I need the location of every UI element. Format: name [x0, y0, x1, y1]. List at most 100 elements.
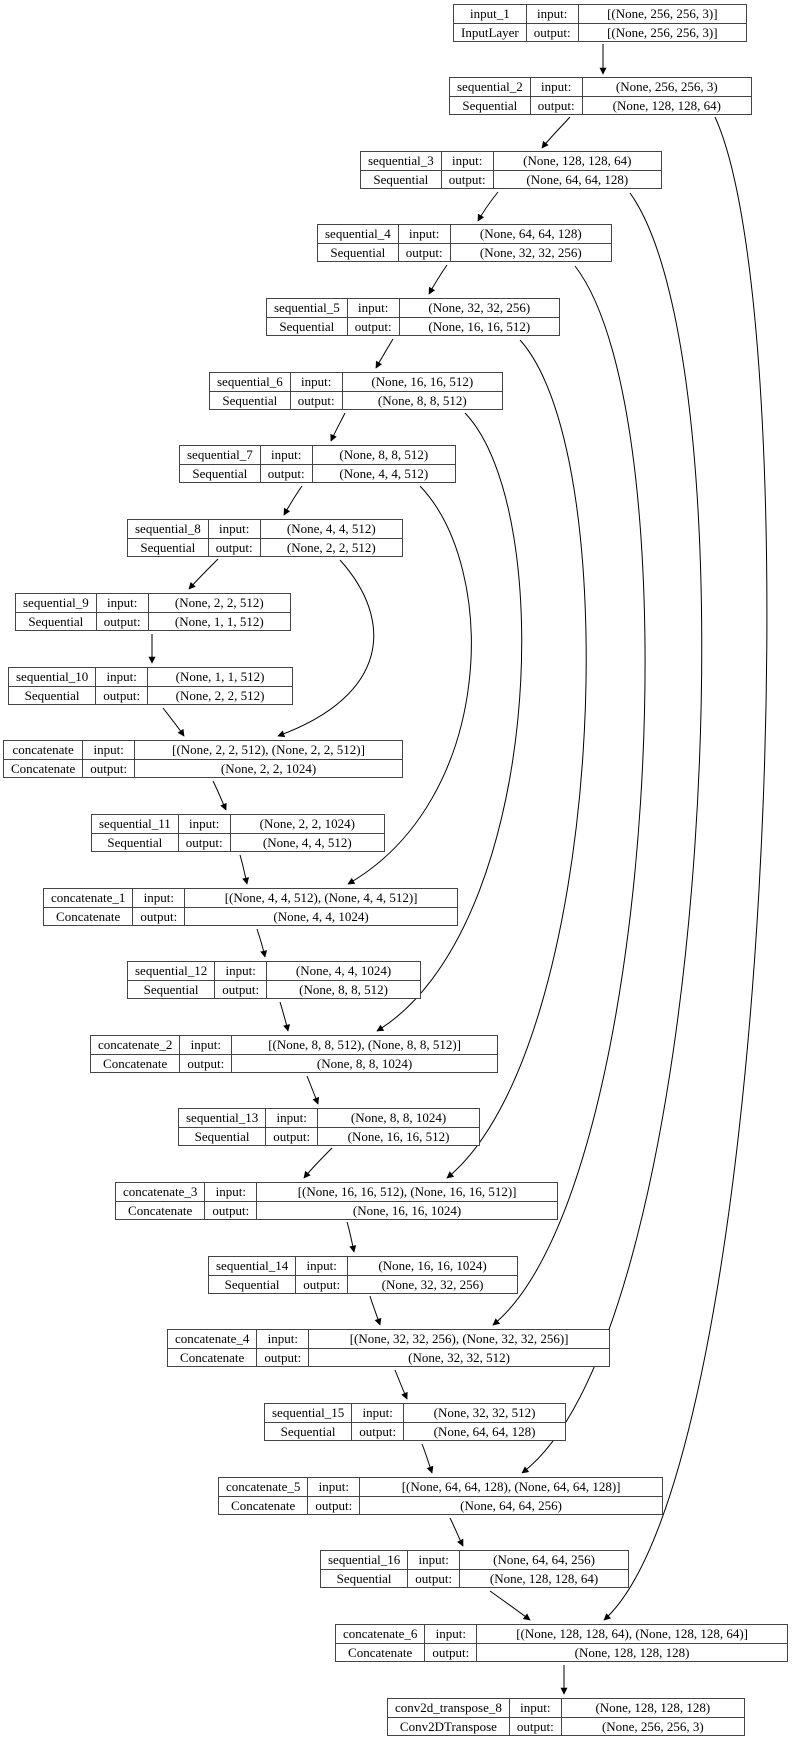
layer-name: concatenate [12, 742, 74, 757]
edge-concatenate_1-sequential_12 [256, 928, 268, 958]
layer-type: InputLayer [454, 23, 526, 41]
input-shape: (None, 16, 16, 1024) [347, 1257, 517, 1275]
input-shape: (None, 32, 32, 512) [403, 1404, 565, 1422]
layer-type: Sequential [128, 538, 208, 556]
node-sequential_11: sequential_11 input: (None, 2, 2, 1024) … [91, 814, 385, 852]
edge-sequential_3-concatenate_5 [521, 192, 703, 1474]
output-label: output: [397, 243, 450, 261]
input-shape: [(None, 16, 16, 512), (None, 16, 16, 512… [256, 1183, 557, 1201]
output-shape: (None, 8, 8, 512) [341, 391, 502, 409]
layer-type: Sequential [16, 612, 96, 630]
edge-sequential_8-concatenate [277, 559, 375, 738]
layer-name: sequential_5 [274, 300, 340, 315]
output-label: output: [214, 980, 267, 998]
input-shape: [(None, 4, 4, 512), (None, 4, 4, 512)] [184, 889, 457, 907]
layer-type: Concatenate [168, 1348, 257, 1366]
node-sequential_12: sequential_12 input: (None, 4, 4, 1024) … [127, 961, 421, 999]
output-label: output: [289, 391, 342, 409]
output-shape: (None, 32, 32, 256) [347, 1275, 517, 1293]
node-input_1: input_1 input: [(None, 256, 256, 3)] Inp… [453, 4, 747, 42]
layer-name: sequential_4 [325, 226, 391, 241]
output-shape: (None, 128, 128, 64) [581, 96, 751, 114]
layer-type: Sequential [128, 980, 215, 998]
edge-sequential_8-sequential_9 [188, 558, 219, 590]
layer-name: concatenate_6 [343, 1626, 418, 1641]
input-label: input: [525, 5, 578, 23]
input-label: input: [346, 299, 399, 317]
output-label: output: [259, 464, 312, 482]
output-shape: (None, 1, 1, 512) [147, 612, 290, 630]
edge-sequential_11-concatenate_1 [239, 854, 250, 885]
edge-sequential_4-concatenate_4 [492, 265, 646, 1326]
node-concatenate_2: concatenate_2 input: [(None, 8, 8, 512),… [90, 1035, 498, 1073]
edge-sequential_7-concatenate_1 [347, 485, 472, 885]
output-label: output: [525, 23, 578, 41]
node-sequential_2: sequential_2 input: (None, 256, 256, 3) … [449, 77, 752, 115]
output-shape: (None, 16, 16, 512) [398, 317, 559, 335]
input-shape: (None, 1, 1, 512) [147, 668, 292, 686]
output-shape: (None, 32, 32, 256) [449, 243, 611, 261]
output-shape: (None, 8, 8, 512) [266, 980, 420, 998]
node-concatenate: concatenate input: [(None, 2, 2, 512), (… [3, 740, 403, 778]
output-label: output: [256, 1348, 309, 1366]
input-label: input: [508, 1699, 561, 1717]
output-shape: (None, 32, 32, 512) [308, 1348, 609, 1366]
input-label: input: [95, 668, 147, 686]
node-concatenate_3: concatenate_3 input: [(None, 16, 16, 512… [115, 1182, 558, 1220]
layer-type: Concatenate [91, 1054, 180, 1072]
output-label: output: [95, 612, 148, 630]
layer-name: sequential_8 [135, 521, 201, 536]
layer-name: sequential_3 [368, 153, 434, 168]
input-label: input: [95, 594, 148, 612]
input-label: input: [295, 1257, 347, 1275]
output-label: output: [82, 759, 135, 777]
layer-name: concatenate_5 [226, 1479, 301, 1494]
input-label: input: [177, 815, 230, 833]
output-label: output: [177, 833, 230, 851]
layer-type: Concatenate [116, 1201, 205, 1219]
output-label: output: [179, 1054, 232, 1072]
layer-name: concatenate_2 [98, 1037, 173, 1052]
output-label: output: [132, 907, 185, 925]
layer-type: Sequential [361, 170, 441, 188]
edge-sequential_2-concatenate_6 [603, 116, 768, 1621]
node-sequential_6: sequential_6 input: (None, 16, 16, 512) … [209, 372, 503, 410]
input-shape: (None, 32, 32, 256) [398, 299, 559, 317]
input-label: input: [397, 225, 450, 243]
layer-type: Sequential [92, 833, 178, 851]
input-shape: (None, 2, 2, 512) [147, 594, 290, 612]
input-label: input: [440, 152, 493, 170]
input-shape: [(None, 256, 256, 3)] [577, 5, 746, 23]
layer-name: sequential_12 [135, 963, 208, 978]
input-shape: (None, 128, 128, 128) [560, 1699, 744, 1717]
node-sequential_14: sequential_14 input: (None, 16, 16, 1024… [208, 1256, 518, 1294]
edge-sequential_13-concatenate_3 [303, 1147, 333, 1179]
node-concatenate_4: concatenate_4 input: [(None, 32, 32, 256… [167, 1329, 610, 1367]
layer-name: concatenate_3 [123, 1184, 198, 1199]
layer-type: Sequential [318, 243, 398, 261]
output-shape: (None, 64, 64, 256) [359, 1496, 662, 1514]
edge-sequential_5-concatenate_3 [446, 339, 587, 1179]
node-sequential_15: sequential_15 input: (None, 32, 32, 512)… [264, 1403, 566, 1441]
layer-name: sequential_6 [217, 374, 283, 389]
input-label: input: [265, 1109, 317, 1127]
input-label: input: [82, 741, 134, 759]
input-label: input: [132, 889, 184, 907]
input-shape: (None, 8, 8, 512) [311, 446, 455, 464]
edge-sequential_12-concatenate_2 [279, 1001, 291, 1032]
node-sequential_4: sequential_4 input: (None, 64, 64, 128) … [317, 224, 612, 262]
node-concatenate_6: concatenate_6 input: [(None, 128, 128, 6… [335, 1624, 788, 1662]
output-shape: (None, 4, 4, 512) [229, 833, 384, 851]
output-shape: (None, 8, 8, 1024) [231, 1054, 497, 1072]
node-concatenate_5: concatenate_5 input: [(None, 64, 64, 128… [218, 1477, 663, 1515]
layer-name: conv2d_transpose_8 [395, 1700, 502, 1715]
output-label: output: [307, 1496, 360, 1514]
edge-concatenate_4-sequential_15 [394, 1369, 408, 1400]
input-shape: [(None, 64, 64, 128), (None, 64, 64, 128… [359, 1478, 662, 1496]
output-label: output: [351, 1422, 404, 1440]
input-label: input: [307, 1478, 359, 1496]
edge-concatenate-sequential_11 [212, 780, 227, 811]
node-conv2d_transpose_8: conv2d_transpose_8 input: (None, 128, 12… [387, 1698, 745, 1736]
input-shape: (None, 16, 16, 512) [341, 373, 502, 391]
